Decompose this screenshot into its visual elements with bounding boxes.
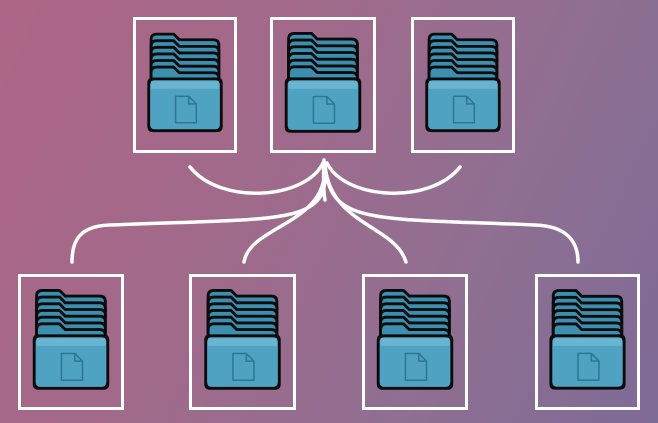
stacked-folders-icon bbox=[284, 31, 362, 133]
connector-bottom-4 bbox=[323, 163, 580, 264]
stacked-folders-icon bbox=[204, 288, 281, 390]
bottom-folder-stack-4[interactable] bbox=[535, 274, 640, 410]
connector-bottom-2 bbox=[242, 163, 327, 264]
stacked-folders-icon bbox=[425, 32, 501, 133]
stacked-folders-icon bbox=[549, 289, 626, 390]
top-folder-stack-3[interactable] bbox=[411, 17, 515, 153]
connector-top-right bbox=[325, 161, 462, 195]
bottom-folder-stack-3[interactable] bbox=[362, 274, 468, 410]
stacked-folders-icon bbox=[376, 288, 454, 390]
bottom-folder-stack-1[interactable] bbox=[18, 274, 124, 410]
bottom-folder-stack-2[interactable] bbox=[189, 274, 296, 410]
stacked-folders-icon bbox=[147, 32, 223, 133]
connector-bottom-1 bbox=[70, 163, 328, 264]
stacked-folders-icon bbox=[32, 288, 110, 390]
top-folder-stack-1[interactable] bbox=[133, 17, 237, 153]
top-folder-stack-2[interactable] bbox=[270, 17, 376, 153]
connector-top-left bbox=[188, 161, 325, 195]
